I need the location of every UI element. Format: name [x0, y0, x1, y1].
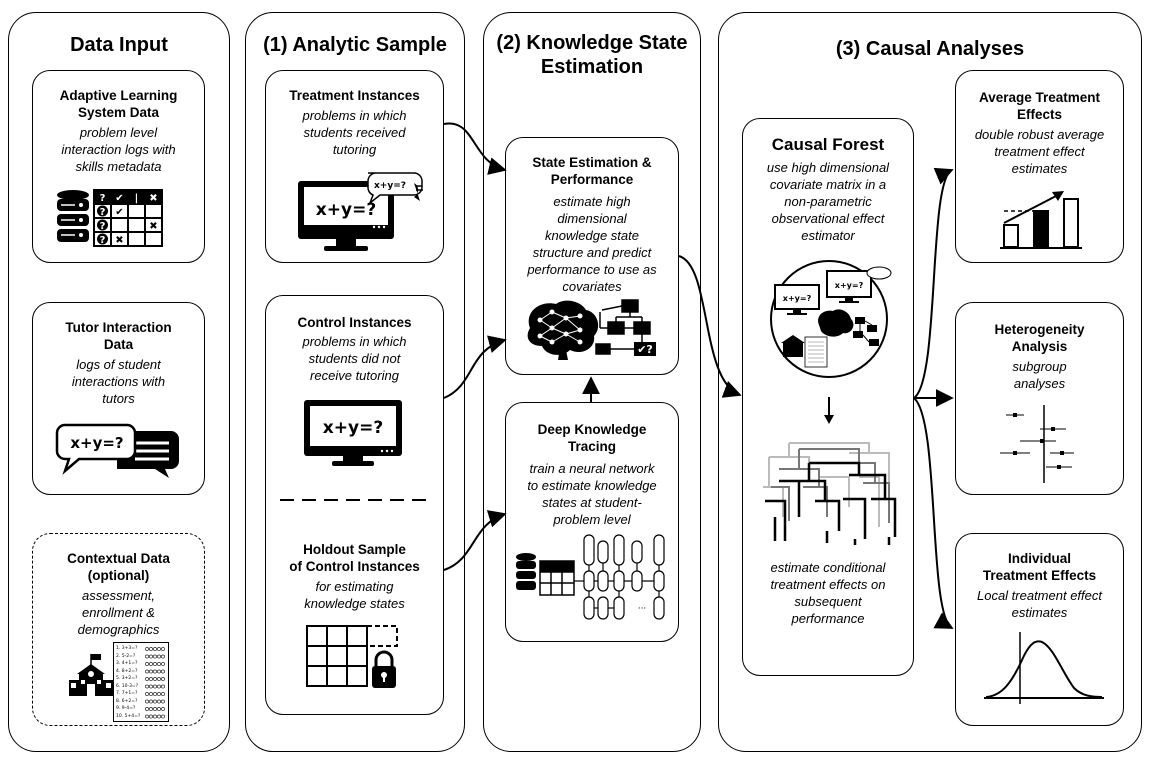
rnn-diagram-icon: ··· — [516, 534, 665, 620]
svg-text:?: ? — [100, 235, 106, 246]
holdout-sample-desc: for estimating knowledge states — [304, 579, 405, 611]
bubble-equation: x+y=? — [374, 181, 406, 191]
quiz-row: 4. 8+2=? — [116, 668, 138, 674]
locked-table-icon — [306, 625, 398, 688]
adaptive-learning-desc: problem level interaction logs with skil… — [61, 125, 176, 174]
brain-network-icon: ✔? — [527, 299, 656, 360]
causal-forest-card: Causal Forest use high dimensional covar… — [742, 118, 914, 676]
control-instances-desc: problems in which students did not recei… — [302, 334, 407, 383]
svg-text:?: ? — [100, 207, 106, 218]
quiz-row: 3. 4+1=? — [116, 661, 138, 666]
svg-text:✔: ✔ — [115, 193, 123, 204]
control-instances-card: Control Instances problems in which stud… — [265, 295, 444, 715]
collage-equation: x+y=? — [783, 294, 812, 303]
svg-text:✖: ✖ — [149, 193, 157, 204]
knowledge-state-title: (2) Knowledge State Estimation — [496, 32, 688, 78]
svg-text:|: | — [135, 193, 139, 204]
holdout-sample-title: Holdout Sample of Control Instances — [289, 542, 420, 574]
computer-monitor-icon: x+y=? — [304, 400, 402, 466]
causal-forest-desc2: estimate conditional treatment effects o… — [770, 560, 886, 626]
bubble-answers — [145, 647, 165, 719]
bar-chart-icon — [1000, 191, 1082, 249]
tutor-interaction-desc: logs of student interactions with tutors — [71, 357, 166, 406]
svg-text:?: ? — [100, 193, 106, 204]
state-estimation-title: State Estimation & Performance — [532, 155, 652, 187]
contextual-data-card: Contextual Data (optional) assessment, e… — [32, 533, 205, 726]
heterogeneity-desc: subgroup analyses — [1012, 359, 1067, 391]
deep-knowledge-tracing-card: Deep Knowledge Tracing train a neural ne… — [505, 402, 679, 642]
divider-dashed — [280, 499, 430, 501]
school-icon — [69, 654, 113, 696]
quiz-sheet: 1. 3+3=? 2. 5-2=? 3. 4+1=? 4. 8+2=? 5. 3… — [113, 642, 169, 722]
state-estimation-desc: estimate high dimensional knowledge stat… — [527, 194, 657, 294]
down-arrow-icon — [824, 397, 834, 424]
monitor-equation: x+y=? — [323, 418, 383, 438]
adaptive-learning-title: Adaptive Learning System Data — [59, 88, 178, 120]
quiz-row: 8. 6+2=? — [116, 698, 138, 704]
causal-tree-icon — [763, 442, 897, 545]
quiz-row: 6. 10-3=? — [116, 683, 139, 689]
causal-analyses-title: (3) Causal Analyses — [835, 38, 1025, 60]
skills-table-icon: ? ✔ | ✖ ? ? ? ✔ ✖ ✖ — [93, 189, 163, 247]
covariate-collage-icon: x+y=? x+y=? — [770, 260, 892, 378]
individual-treatment-effects-card: Individual Treatment Effects Local treat… — [955, 533, 1124, 726]
svg-text:···: ··· — [638, 604, 647, 614]
monitor-equation: x+y=? — [316, 200, 376, 220]
computer-monitor-icon: x+y=? x+y=? — [298, 172, 423, 251]
quiz-row: 9. 9-4=? — [116, 706, 136, 711]
density-curve-icon — [984, 632, 1104, 704]
ite-title: Individual Treatment Effects — [982, 551, 1097, 583]
contextual-data-title: Contextual Data (optional) — [67, 551, 170, 583]
svg-text:✔?: ✔? — [637, 343, 653, 356]
forest-plot-icon — [1000, 405, 1074, 483]
analytic-sample-title: (1) Analytic Sample — [263, 34, 447, 56]
causal-forest-desc: use high dimensional covariate matrix in… — [766, 160, 890, 243]
chat-equation: x+y=? — [70, 434, 123, 452]
quiz-row: 2. 5-2=? — [116, 653, 136, 659]
tutor-interaction-title: Tutor Interaction Data — [65, 320, 172, 352]
collage-equation: x+y=? — [835, 281, 864, 290]
deep-knowledge-tracing-desc: train a neural network to estimate knowl… — [527, 461, 657, 527]
data-input-title: Data Input — [70, 34, 168, 56]
state-estimation-card: State Estimation & Performance estimate … — [505, 137, 679, 375]
svg-text:✖: ✖ — [149, 221, 157, 232]
svg-text:✔: ✔ — [115, 207, 123, 218]
ate-desc: double robust average treatment effect e… — [974, 127, 1105, 176]
deep-knowledge-tracing-title: Deep Knowledge Tracing — [537, 422, 647, 454]
contextual-data-desc: assessment, enrollment & demographics — [77, 588, 160, 637]
quiz-row: 5. 3+2=? — [116, 676, 138, 681]
quiz-row: 7. 7+1=? — [116, 691, 138, 696]
control-instances-title: Control Instances — [297, 315, 412, 330]
ate-title: Average Treatment Effects — [978, 90, 1101, 122]
treatment-instances-desc: problems in which students received tuto… — [302, 108, 407, 157]
average-treatment-effects-card: Average Treatment Effects double robust … — [955, 70, 1124, 263]
database-icon — [57, 190, 89, 242]
quiz-row: 10. 5+4=? — [116, 713, 141, 719]
svg-text:?: ? — [100, 221, 106, 232]
quiz-row: 1. 3+3=? — [116, 646, 138, 651]
tutor-interaction-card: Tutor Interaction Data logs of student i… — [32, 302, 205, 495]
adaptive-learning-card: Adaptive Learning System Data problem le… — [32, 70, 205, 263]
svg-text:✖: ✖ — [115, 235, 123, 246]
treatment-instances-title: Treatment Instances — [289, 88, 420, 103]
heterogeneity-title: Heterogeneity Analysis — [994, 322, 1085, 354]
treatment-instances-card: Treatment Instances problems in which st… — [265, 70, 444, 263]
ite-desc: Local treatment effect estimates — [976, 588, 1102, 620]
heterogeneity-analysis-card: Heterogeneity Analysis subgroup analyses — [955, 302, 1124, 495]
chat-bubbles-icon: x+y=? — [55, 423, 179, 478]
causal-forest-title: Causal Forest — [771, 135, 885, 154]
